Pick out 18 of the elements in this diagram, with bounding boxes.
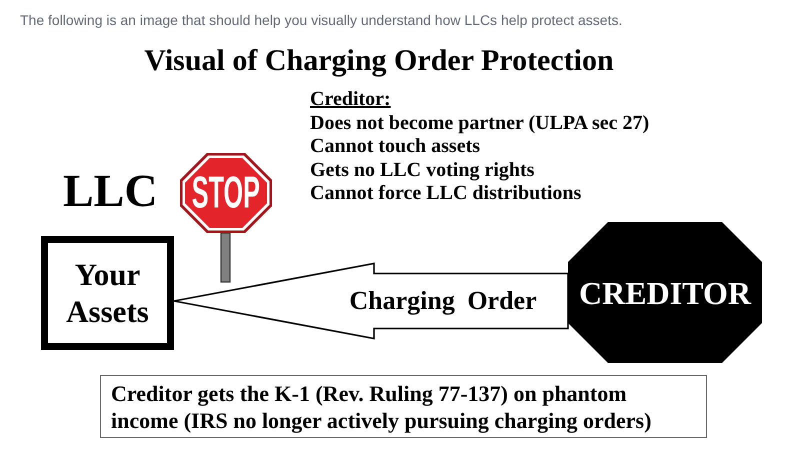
creditor-octagon bbox=[568, 222, 762, 363]
list-item: Cannot force LLC distributions bbox=[310, 182, 582, 205]
list-heading: Creditor: bbox=[310, 88, 391, 111]
list-item: Gets no LLC voting rights bbox=[310, 158, 534, 182]
intro-text: The following is an image that should help you visually understand how LLCs help protect assets. bbox=[20, 11, 622, 29]
block-arrow bbox=[173, 262, 569, 340]
stop-sign bbox=[180, 153, 272, 233]
asset-box bbox=[41, 236, 174, 350]
note-box bbox=[100, 375, 707, 438]
box-label: Your Assets bbox=[66, 256, 149, 330]
edge-label: Charging Order bbox=[349, 286, 537, 316]
note-text: Creditor gets the K-1 (Rev. Ruling 77-137) on phantom income (IRS no longer actively pursuing charging orders) bbox=[111, 380, 652, 434]
title: Visual of Charging Order Protection bbox=[144, 44, 614, 78]
entity-label: LLC bbox=[63, 166, 158, 216]
list-item: Does not become partner (ULPA sec 27) bbox=[310, 112, 650, 134]
sign-text: STOP bbox=[192, 170, 260, 216]
octagon-label: CREDITOR bbox=[579, 274, 751, 310]
list-item: Cannot touch assets bbox=[310, 135, 480, 158]
